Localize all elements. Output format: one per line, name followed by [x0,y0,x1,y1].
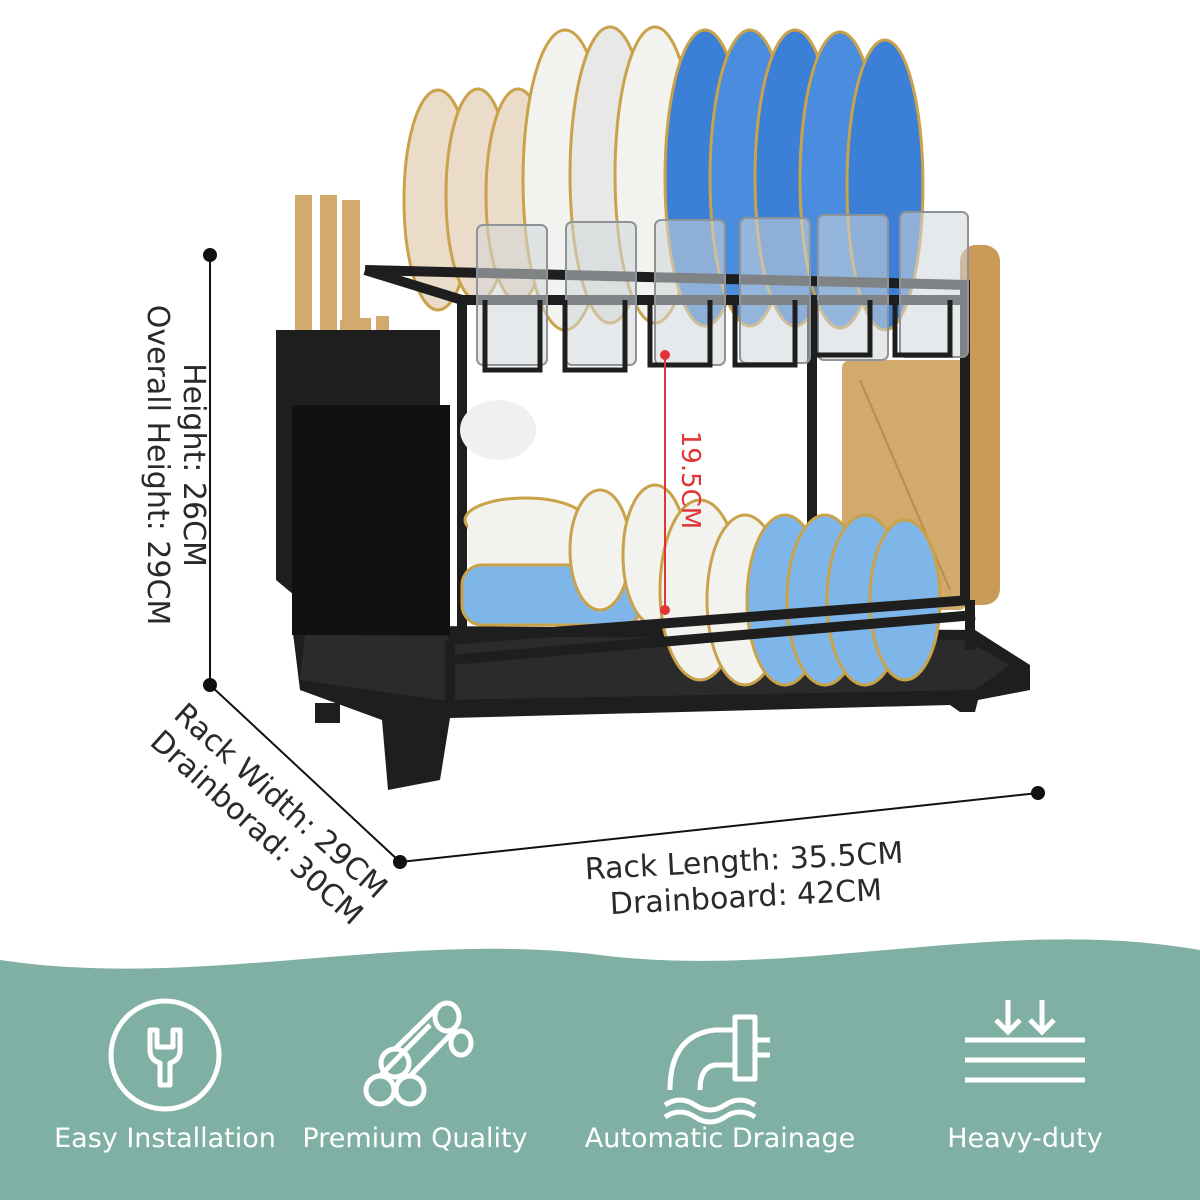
height-dimension-label: Height: 26CM Overall Height: 29CM [139,305,211,626]
tubes-icon [363,1000,474,1107]
feature-label: Automatic Drainage [584,1123,856,1154]
tier-gap-indicator [660,350,670,615]
overall-height-label: Overall Height: 29CM [140,304,175,626]
feature-label: Heavy-duty [947,1123,1103,1154]
drain-pipe-icon [663,1014,770,1125]
feature-banner [0,939,1200,1200]
heavy-duty-icon [965,1000,1085,1083]
feature-heavy-duty: Heavy-duty [885,940,1165,1200]
feature-easy-installation: Easy Installation [25,940,305,1200]
feature-premium-quality: Premium Quality [275,940,555,1200]
feature-label: Premium Quality [302,1123,528,1154]
lower-rack-frame [445,595,976,700]
tier-gap-label: 19.5CM [675,430,705,530]
utensil-holder [276,195,450,635]
feature-list: Easy Installation Premium Quality [0,940,1200,1200]
feature-automatic-drainage: Automatic Drainage [580,940,860,1200]
height-label: Height: 26CM [176,363,211,567]
cup-hooks [482,300,953,373]
feature-label: Easy Installation [54,1123,276,1154]
dimension-lines [203,248,1045,869]
wrench-icon [108,998,222,1112]
